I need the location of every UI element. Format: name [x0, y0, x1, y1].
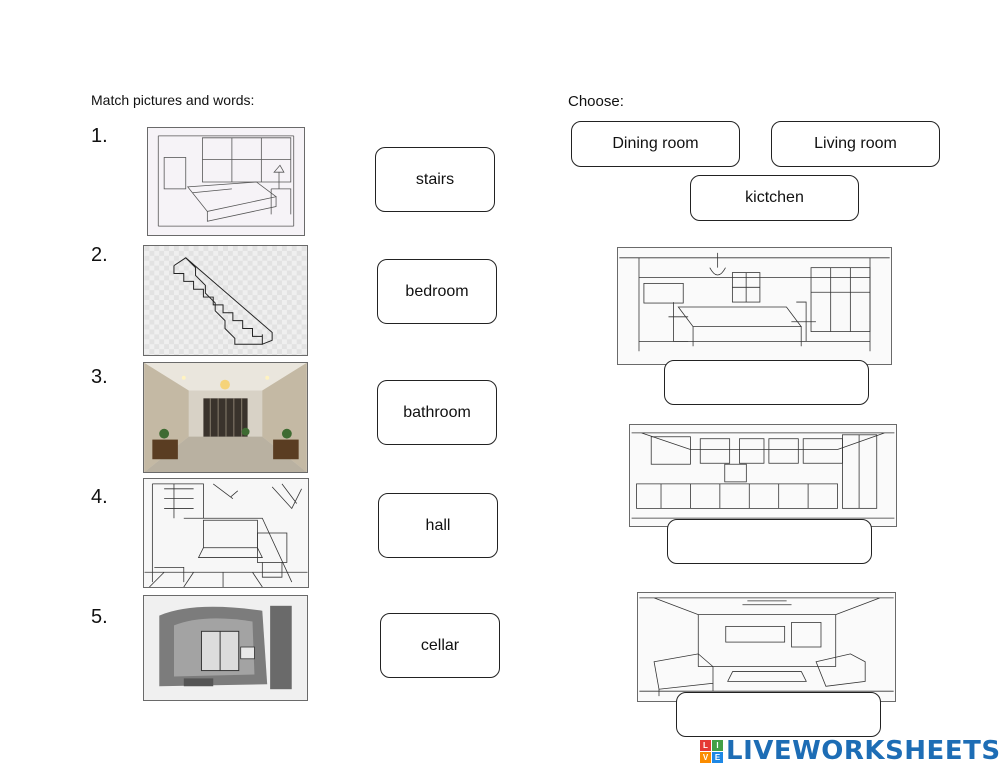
dining-room-picture: [617, 247, 892, 365]
choose-label: Choose:: [568, 93, 624, 110]
choice-living-room[interactable]: Living room: [771, 121, 940, 167]
item-number-3: 3.: [91, 366, 108, 388]
logo-letter-v: V: [700, 751, 711, 763]
living-room-picture: [637, 592, 896, 702]
word-bedroom[interactable]: bedroom: [377, 259, 497, 324]
answer-kitchen[interactable]: [667, 519, 875, 565]
hall-picture: [143, 362, 308, 473]
item-number-5: 5.: [91, 606, 108, 628]
answer-input-2[interactable]: [668, 520, 875, 565]
item-number-1: 1.: [91, 125, 108, 147]
logo-text: LIVEWORKSHEETS: [726, 736, 1000, 766]
answer-input-1[interactable]: [665, 361, 872, 406]
item-number-2: 2.: [91, 244, 108, 266]
choice-dining-room[interactable]: Dining room: [571, 121, 740, 167]
kitchen-picture: [629, 424, 897, 527]
stairs-picture: [143, 245, 308, 356]
item-number-4: 4.: [91, 486, 108, 508]
instruction-text: Match pictures and words:: [91, 92, 255, 108]
answer-dining-room[interactable]: [664, 360, 872, 406]
choice-kitchen[interactable]: kictchen: [690, 175, 859, 221]
answer-input-3[interactable]: [677, 693, 884, 738]
bathroom-picture: [143, 478, 309, 588]
bedroom-picture: [147, 127, 305, 236]
word-hall[interactable]: hall: [378, 493, 498, 558]
cellar-picture: [143, 595, 308, 701]
logo-letter-e: E: [712, 751, 723, 763]
word-cellar[interactable]: cellar: [380, 613, 500, 678]
liveworksheets-logo: L I V E LIVEWORKSHEETS: [700, 736, 1000, 766]
word-bathroom[interactable]: bathroom: [377, 380, 497, 445]
logo-letter-i: I: [712, 739, 723, 751]
answer-living-room[interactable]: [676, 692, 884, 738]
word-stairs[interactable]: stairs: [375, 147, 495, 212]
logo-blocks-icon: L I V E: [700, 739, 723, 763]
logo-letter-l: L: [700, 739, 711, 751]
